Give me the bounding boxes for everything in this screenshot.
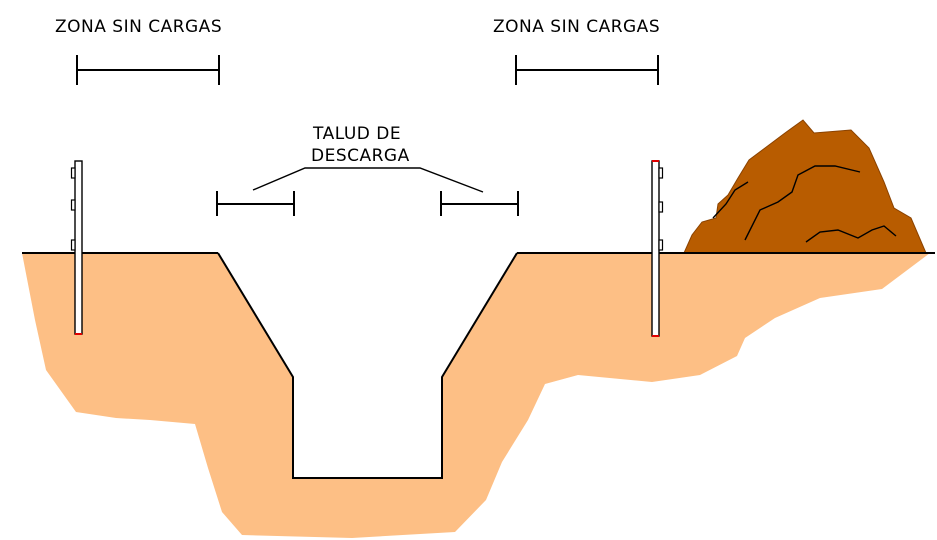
dimension-right-zone xyxy=(515,55,659,85)
stake-right xyxy=(651,160,664,337)
soil-cross-section xyxy=(22,253,930,538)
right-zone-label: ZONA SIN CARGAS xyxy=(493,17,660,37)
left-zone-label: ZONA SIN CARGAS xyxy=(55,17,222,37)
stake-left xyxy=(70,160,83,335)
dimension-slope-right xyxy=(440,191,519,216)
dimension-slope-left xyxy=(216,191,295,216)
slope-leader-line xyxy=(252,167,484,193)
spoil-pile xyxy=(683,119,927,254)
slope-label-line1: TALUD DE xyxy=(312,124,401,144)
dimension-left-zone xyxy=(76,55,220,85)
slope-label-line2: DESCARGA xyxy=(311,146,410,166)
trench-profile xyxy=(217,252,518,479)
